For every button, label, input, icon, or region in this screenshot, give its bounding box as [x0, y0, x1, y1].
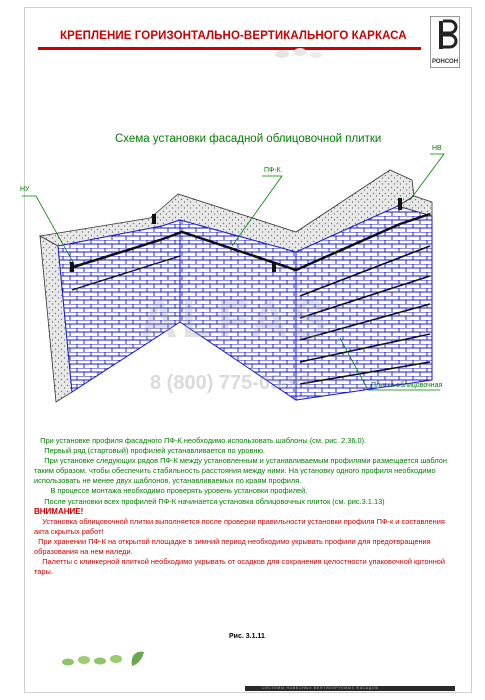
- brick-wall-right-edge: [397, 195, 433, 217]
- leader-pfk: [231, 175, 283, 247]
- leader-nv: [409, 153, 445, 201]
- paragraph-template-usage: При установке профиля фасадного ПФ-К нео…: [40, 436, 367, 445]
- leader-tile: [339, 337, 440, 391]
- watermark-phone: 8 (800) 775-05-93: [150, 372, 311, 394]
- watermark-brand: ALFAS: [140, 291, 331, 349]
- footer-leaves-decoration-icon: [62, 651, 144, 666]
- figure-caption: Рис. 3.1.11: [229, 633, 265, 640]
- warning-pallets: Палетты с клинкерной плиткой необходимо …: [34, 557, 446, 577]
- page-border: [24, 7, 472, 693]
- footer-text: СИСТЕМЫ НАВЕСНЫХ ВЕНТИЛИРУЕМЫХ ФАСАДОВ: [262, 686, 379, 690]
- profile-rail-2: [71, 255, 181, 291]
- logo-mark-icon: [439, 19, 458, 49]
- label-pf-k: ПФ-К: [264, 167, 281, 174]
- leader-nu: [22, 195, 75, 265]
- diagram-title: Схема установки фасадной облицовочной пл…: [115, 133, 382, 145]
- paragraph-tile-start: После установки всех профилей ПФ-К начин…: [44, 496, 385, 506]
- company-logo: РОНСОН: [430, 16, 460, 68]
- label-nv: НВ: [432, 145, 442, 152]
- profile-rail-top: [69, 212, 431, 272]
- label-tile: Плитка облицовочная: [371, 382, 443, 389]
- paragraph-level-check: В процессе монтажа необходимо проверять …: [50, 486, 308, 496]
- label-nu: НУ: [20, 186, 30, 193]
- logo-text: РОНСОН: [431, 59, 459, 65]
- instructions-text: При установке профиля фасадного ПФ-К нео…: [34, 436, 454, 577]
- page-title: КРЕПЛЕНИЕ ГОРИЗОНТАЛЬНО-ВЕРТИКАЛЬНОГО КА…: [60, 30, 407, 42]
- paragraph-first-row: Первый ряд (стартовый) профилей устанавл…: [44, 446, 266, 456]
- warning-winter-storage: При хранении ПФ-К на открытой площадке в…: [34, 536, 431, 557]
- footer-bar: [245, 686, 455, 691]
- paragraph-next-rows: При установке следующих рядов ПФ-К между…: [34, 456, 447, 486]
- warning-title: ВНИМАНИЕ!: [34, 506, 84, 516]
- warning-inspection: Установка облицовочной плитки выполняетс…: [34, 516, 445, 536]
- header-underline: [38, 47, 421, 50]
- header-leaf-decoration-icon: [275, 48, 322, 58]
